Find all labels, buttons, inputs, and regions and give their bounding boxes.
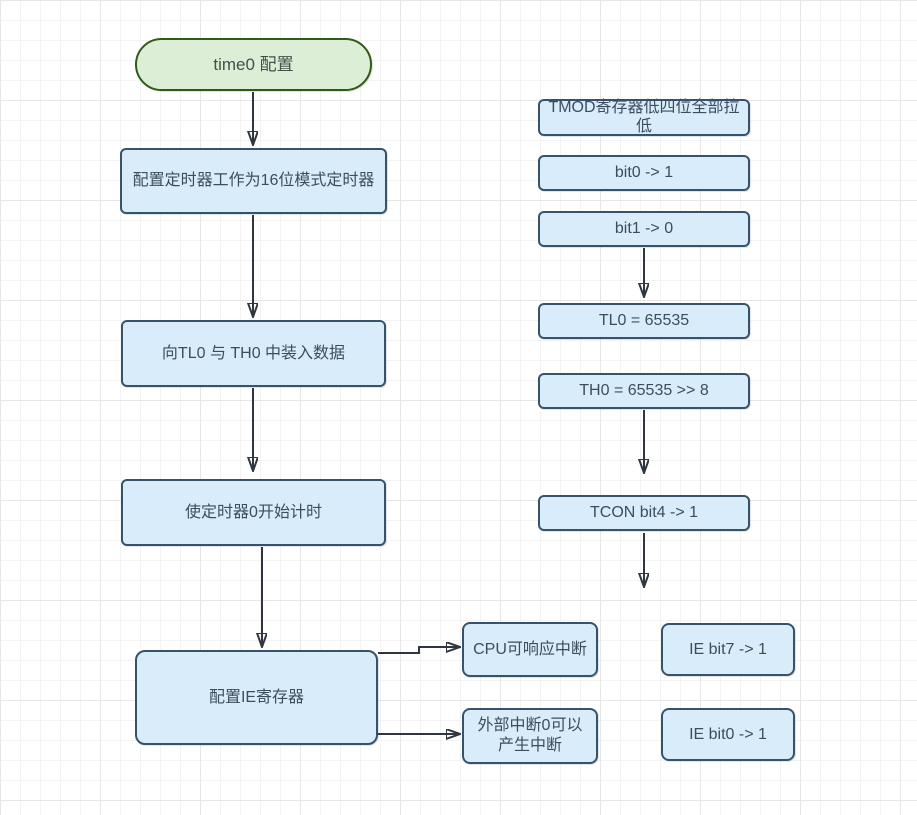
node-ie-bit7-label: IE bit7 -> 1 bbox=[689, 640, 767, 658]
node-bit1-label: bit1 -> 0 bbox=[614, 220, 674, 237]
node-tl0[interactable]: TL0 = 65535 bbox=[538, 303, 750, 339]
node-load-data-label: 向TL0 与 TH0 中装入数据 bbox=[161, 344, 346, 362]
node-tcon-bit4[interactable]: TCON bit4 -> 1 bbox=[538, 495, 750, 531]
node-cpu-interrupt-label: CPU可响应中断 bbox=[473, 640, 587, 658]
node-ext-interrupt[interactable]: 外部中断0可以产生中断 bbox=[462, 708, 598, 764]
node-bit0-label: bit0 -> 1 bbox=[614, 164, 674, 181]
node-th0-label: TH0 = 65535 >> 8 bbox=[579, 382, 709, 399]
node-bit1[interactable]: bit1 -> 0 bbox=[538, 211, 750, 247]
node-ext-interrupt-label: 外部中断0可以产生中断 bbox=[477, 717, 583, 754]
node-tmod-low[interactable]: TMOD寄存器低四位全部拉低 bbox=[538, 99, 750, 136]
arrow-config-ie-to-cpu-interrupt[interactable] bbox=[378, 647, 459, 654]
node-ie-bit7[interactable]: IE bit7 -> 1 bbox=[661, 623, 795, 676]
node-start-timer-label: 使定时器0开始计时 bbox=[185, 503, 322, 521]
node-tcon-bit4-label: TCON bit4 -> 1 bbox=[589, 504, 699, 521]
node-config-timer-mode[interactable]: 配置定时器工作为16位模式定时器 bbox=[120, 148, 387, 214]
node-config-timer-mode-label: 配置定时器工作为16位模式定时器 bbox=[132, 172, 375, 189]
node-tmod-low-label: TMOD寄存器低四位全部拉低 bbox=[548, 99, 740, 135]
node-start-label: time0 配置 bbox=[213, 54, 294, 74]
node-tl0-label: TL0 = 65535 bbox=[598, 312, 690, 329]
node-config-ie[interactable]: 配置IE寄存器 bbox=[135, 650, 378, 745]
node-th0[interactable]: TH0 = 65535 >> 8 bbox=[538, 373, 750, 409]
node-ie-bit0-label: IE bit0 -> 1 bbox=[689, 725, 767, 743]
node-load-data[interactable]: 向TL0 与 TH0 中装入数据 bbox=[121, 320, 386, 387]
node-ie-bit0[interactable]: IE bit0 -> 1 bbox=[661, 708, 795, 761]
node-cpu-interrupt[interactable]: CPU可响应中断 bbox=[462, 622, 598, 677]
node-start-timer[interactable]: 使定时器0开始计时 bbox=[121, 479, 386, 546]
node-config-ie-label: 配置IE寄存器 bbox=[208, 688, 305, 706]
node-bit0[interactable]: bit0 -> 1 bbox=[538, 155, 750, 191]
node-start[interactable]: time0 配置 bbox=[135, 38, 372, 91]
